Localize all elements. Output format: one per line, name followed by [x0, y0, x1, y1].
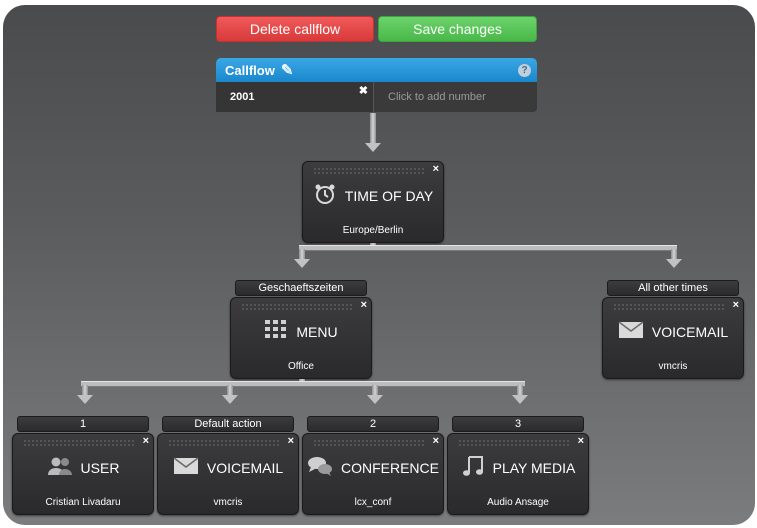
- connector-line: [299, 245, 677, 251]
- node-title: VOICEMAIL: [206, 460, 284, 476]
- envelope-icon: [618, 321, 644, 343]
- node-main: MENU: [231, 316, 371, 348]
- drag-handle[interactable]: [241, 303, 353, 311]
- music-note-icon: [461, 454, 485, 482]
- node-subtitle: Office: [288, 361, 314, 372]
- node-title: MENU: [296, 324, 338, 340]
- callflow-number[interactable]: 2001 ✖: [216, 82, 374, 112]
- close-icon[interactable]: ×: [142, 435, 149, 447]
- users-icon: [47, 456, 73, 480]
- envelope-icon: [173, 457, 199, 479]
- close-icon[interactable]: ×: [732, 299, 739, 311]
- delete-callflow-button[interactable]: Delete callflow: [216, 16, 374, 42]
- close-icon[interactable]: ×: [432, 163, 439, 175]
- callflow-canvas: Delete callflow Save changes Callflow ✎ …: [3, 5, 755, 525]
- node-subtitle: Cristian Livadaru: [45, 497, 121, 508]
- connector-arrow: [666, 259, 682, 268]
- connector-line: [299, 249, 305, 259]
- node-title: PLAY MEDIA: [492, 460, 576, 476]
- remove-number-icon[interactable]: ✖: [358, 85, 368, 97]
- menu-node[interactable]: × MENU Office: [230, 297, 372, 379]
- play-media-node[interactable]: × PLAY MEDIA Audio Ansage: [447, 433, 589, 515]
- drag-handle[interactable]: [458, 439, 570, 447]
- connector-line: [370, 113, 376, 143]
- connector-arrow: [77, 395, 93, 404]
- node-title: USER: [80, 460, 120, 476]
- connector-line: [81, 381, 525, 387]
- connector-line: [227, 385, 233, 395]
- branch-label-2[interactable]: 2: [307, 416, 439, 432]
- callflow-title-bar: Callflow ✎ ?: [216, 58, 537, 82]
- drag-handle[interactable]: [613, 303, 725, 311]
- drag-handle[interactable]: [313, 167, 425, 175]
- connector-line: [671, 249, 677, 259]
- drag-handle[interactable]: [23, 439, 135, 447]
- connector-arrow: [222, 395, 238, 404]
- voicemail-node[interactable]: × VOICEMAIL vmcris: [157, 433, 299, 515]
- branch-label-1[interactable]: 1: [17, 416, 149, 432]
- close-icon[interactable]: ×: [432, 435, 439, 447]
- connector-line: [372, 385, 378, 395]
- pencil-edit-icon[interactable]: ✎: [280, 62, 294, 79]
- node-subtitle: Europe/Berlin: [342, 225, 404, 236]
- keypad-icon: [264, 319, 288, 345]
- node-title: CONFERENCE: [340, 460, 439, 476]
- voicemail-node[interactable]: × VOICEMAIL vmcris: [602, 297, 744, 379]
- drag-handle[interactable]: [168, 439, 280, 447]
- branch-label-3[interactable]: 3: [452, 416, 584, 432]
- add-number-field[interactable]: Click to add number: [388, 91, 486, 103]
- node-title: TIME OF DAY: [344, 188, 434, 204]
- time-of-day-node[interactable]: × TIME OF DAY Europe/Berlin: [302, 161, 444, 243]
- callflow-numbers: 2001 ✖ Click to add number: [216, 82, 537, 112]
- drag-handle[interactable]: [313, 439, 425, 447]
- save-changes-button[interactable]: Save changes: [378, 16, 537, 42]
- callflow-number-value: 2001: [230, 91, 255, 103]
- clock-icon: [313, 182, 337, 210]
- close-icon[interactable]: ×: [360, 299, 367, 311]
- connector-arrow: [294, 259, 310, 268]
- connector-line: [82, 385, 88, 395]
- close-icon[interactable]: ×: [577, 435, 584, 447]
- node-subtitle: vmcris: [658, 361, 688, 372]
- connector-arrow: [365, 143, 381, 152]
- node-main: CONFERENCE: [303, 452, 443, 484]
- node-subtitle: lcx_conf: [354, 497, 392, 508]
- branch-label-all-other-times[interactable]: All other times: [607, 280, 739, 296]
- connector-line: [517, 385, 523, 395]
- conference-icon: [307, 455, 333, 481]
- node-main: VOICEMAIL: [158, 452, 298, 484]
- node-subtitle: Audio Ansage: [487, 497, 549, 508]
- connector-arrow: [367, 395, 383, 404]
- connector-arrow: [512, 395, 528, 404]
- callflow-title: Callflow: [225, 62, 275, 78]
- node-title: VOICEMAIL: [651, 324, 729, 340]
- conference-node[interactable]: × CONFERENCE lcx_conf: [302, 433, 444, 515]
- node-main: USER: [13, 452, 153, 484]
- node-main: TIME OF DAY: [303, 180, 443, 212]
- node-main: PLAY MEDIA: [448, 452, 588, 484]
- node-main: VOICEMAIL: [603, 316, 743, 348]
- branch-label-default-action[interactable]: Default action: [162, 416, 294, 432]
- node-subtitle: vmcris: [213, 497, 243, 508]
- callflow-header-box: Callflow ✎ ? 2001 ✖ Click to add number: [216, 58, 537, 112]
- close-icon[interactable]: ×: [287, 435, 294, 447]
- help-icon[interactable]: ?: [518, 64, 531, 77]
- user-node[interactable]: × USER Cristian Livadaru: [12, 433, 154, 515]
- branch-label-geschaeftszeiten[interactable]: Geschaeftszeiten: [235, 280, 367, 296]
